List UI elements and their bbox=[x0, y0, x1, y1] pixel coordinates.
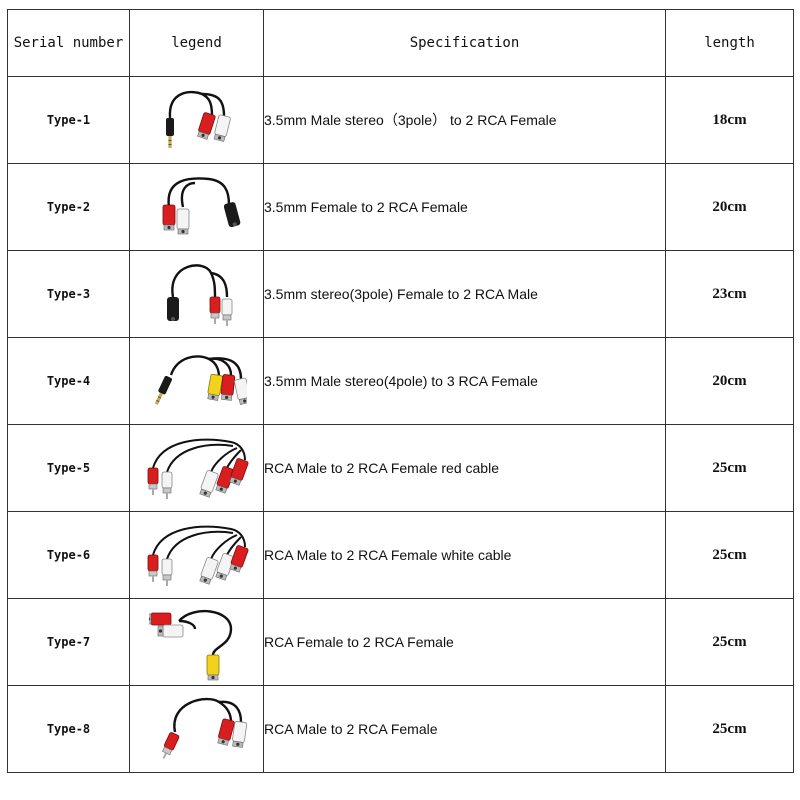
table-row: Type-2 3.5mm Female to 2 RCA Female 20cm bbox=[7, 163, 794, 251]
specification-cell: RCA Male to 2 RCA Female bbox=[263, 685, 666, 773]
specification-cell: 3.5mm Male stereo（3pole） to 2 RCA Female bbox=[263, 76, 666, 164]
mini-jack-male-to-2-rca-female-cable-icon bbox=[165, 90, 231, 148]
serial-cell: Type-7 bbox=[7, 598, 130, 686]
table-row: Type-4 3.5mm Male stereo(4pole) to 3 RCA… bbox=[7, 337, 794, 425]
mini-jack-male-to-3-rca-female-cable-icon bbox=[152, 355, 247, 406]
specification-cell: 3.5mm Male stereo(4pole) to 3 RCA Female bbox=[263, 337, 666, 425]
rca-female-to-2-rca-female-cable-icon bbox=[148, 609, 232, 681]
legend-cell bbox=[129, 250, 264, 338]
mini-jack-female-to-2-rca-female-cable-icon bbox=[162, 177, 241, 235]
serial-cell: Type-3 bbox=[7, 250, 130, 338]
legend-cell bbox=[129, 598, 264, 686]
specification-cell: RCA Male to 2 RCA Female white cable bbox=[263, 511, 666, 599]
serial-cell: Type-4 bbox=[7, 337, 130, 425]
serial-cell: Type-2 bbox=[7, 163, 130, 251]
mini-jack-female-to-2-rca-male-cable-icon bbox=[166, 264, 232, 327]
rca-male-to-2-rca-female-red-cable-icon bbox=[147, 438, 249, 500]
table-row: Type-6 RCA Male to 2 RCA Female white ca… bbox=[7, 511, 794, 599]
header-length: length bbox=[665, 9, 794, 77]
length-cell: 18cm bbox=[665, 76, 794, 164]
rca-male-to-2-rca-female-cable-icon bbox=[158, 697, 247, 762]
table-row: Type-7 RCA Female to 2 RCA Female 25cm bbox=[7, 598, 794, 686]
length-cell: 25cm bbox=[665, 424, 794, 512]
legend-cell bbox=[129, 163, 264, 251]
length-cell: 23cm bbox=[665, 250, 794, 338]
header-specification: Specification bbox=[263, 9, 666, 77]
length-cell: 20cm bbox=[665, 337, 794, 425]
specification-cell: 3.5mm Female to 2 RCA Female bbox=[263, 163, 666, 251]
length-cell: 25cm bbox=[665, 685, 794, 773]
serial-cell: Type-1 bbox=[7, 76, 130, 164]
header-legend: legend bbox=[129, 9, 264, 77]
length-cell: 25cm bbox=[665, 511, 794, 599]
serial-cell: Type-5 bbox=[7, 424, 130, 512]
table-row: Type-5 RCA Male to 2 RCA Female red cabl… bbox=[7, 424, 794, 512]
legend-cell bbox=[129, 76, 264, 164]
table-row: Type-3 3.5mm stereo(3pole) Female to 2 R… bbox=[7, 250, 794, 338]
rca-male-to-2-rca-female-white-cable-icon bbox=[147, 525, 249, 587]
header-serial-number: Serial number bbox=[7, 9, 130, 77]
legend-cell bbox=[129, 337, 264, 425]
serial-cell: Type-8 bbox=[7, 685, 130, 773]
legend-cell bbox=[129, 685, 264, 773]
length-cell: 20cm bbox=[665, 163, 794, 251]
specification-cell: RCA Male to 2 RCA Female red cable bbox=[263, 424, 666, 512]
legend-cell bbox=[129, 424, 264, 512]
legend-cell bbox=[129, 511, 264, 599]
specification-cell: RCA Female to 2 RCA Female bbox=[263, 598, 666, 686]
spec-table: Serial number legend Specification lengt… bbox=[7, 9, 794, 773]
header-row: Serial number legend Specification lengt… bbox=[7, 9, 794, 77]
table-row: Type-1 3.5mm Male stereo（3pole） to 2 RCA… bbox=[7, 76, 794, 164]
serial-cell: Type-6 bbox=[7, 511, 130, 599]
length-cell: 25cm bbox=[665, 598, 794, 686]
table-row: Type-8 RCA Male to 2 RCA Female 25cm bbox=[7, 685, 794, 773]
specification-cell: 3.5mm stereo(3pole) Female to 2 RCA Male bbox=[263, 250, 666, 338]
